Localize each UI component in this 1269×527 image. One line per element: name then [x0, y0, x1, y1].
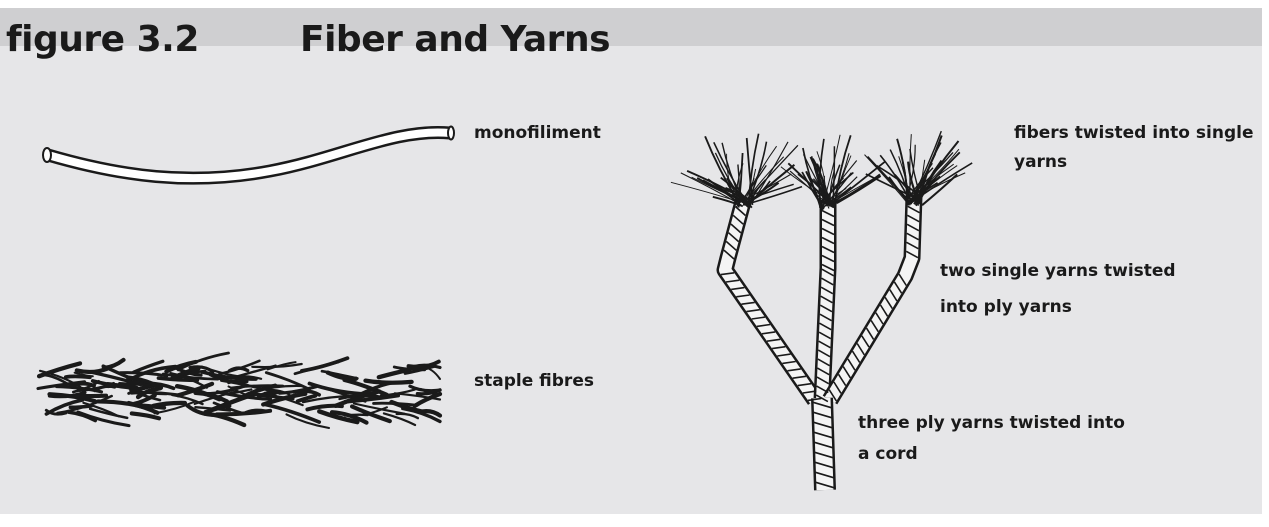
figure-panel: figure 3.2 Fiber and Yarns monofil: [0, 8, 1262, 514]
staple-fibre-strand: [83, 403, 118, 416]
monofilament-drawing: [43, 127, 454, 179]
staple-fibre-strand: [362, 396, 381, 398]
frayed-fiber: [910, 134, 912, 201]
staple-fibre-strand: [70, 406, 91, 407]
staple-fibre-strand: [90, 409, 127, 418]
label-three-ply-line1: three ply yarns twisted into: [858, 410, 1125, 437]
staple-fibre-strand: [366, 381, 412, 383]
staple-fibre-strand: [39, 363, 80, 376]
label-two-single-line2: into ply yarns: [940, 294, 1072, 321]
label-three-ply-line2: a cord: [858, 441, 918, 468]
staple-fibre-strand: [302, 358, 348, 371]
label-fibers-twisted-line2: yarns: [1014, 149, 1067, 176]
staple-fibre-strand: [153, 403, 185, 406]
staple-fibres-drawing: [38, 353, 440, 428]
label-staple-fibres: staple fibres: [474, 368, 594, 395]
label-fibers-twisted-line1: fibers twisted into single: [1014, 120, 1253, 147]
label-two-single-line1: two single yarns twisted: [940, 258, 1176, 285]
staple-fibre-strand: [75, 396, 106, 397]
staple-fibre-strand: [78, 412, 129, 426]
staple-fibre-strand: [66, 376, 90, 377]
label-monofiliment: monofiliment: [474, 120, 601, 147]
